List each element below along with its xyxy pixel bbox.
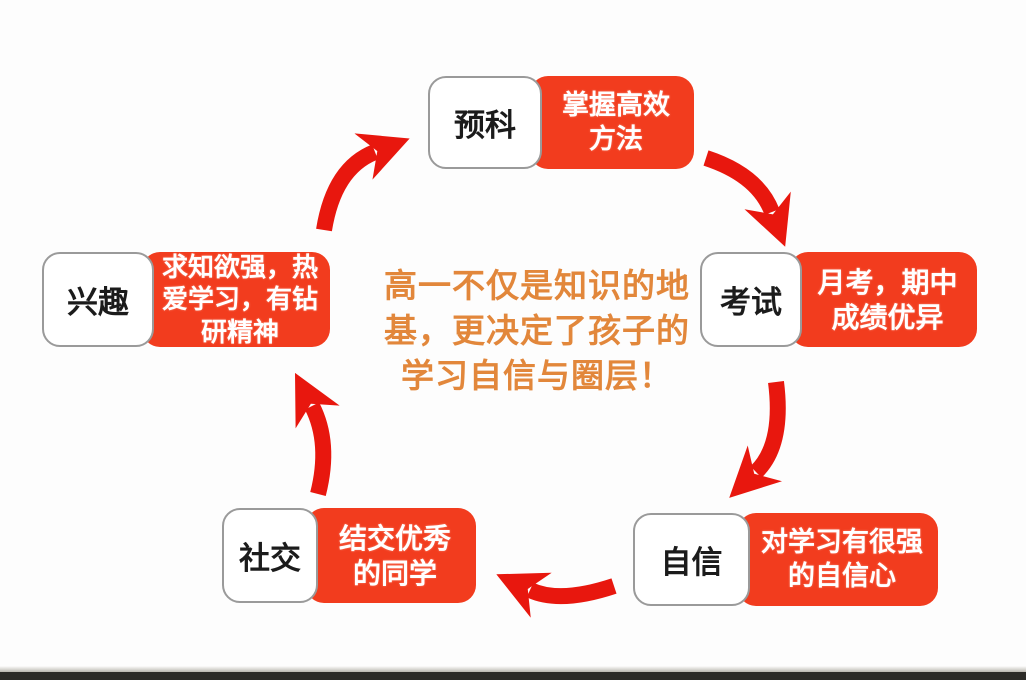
node-zixin-label: 自信	[633, 513, 750, 606]
node-shejiao-label: 社交	[222, 508, 318, 603]
center-message-line-2: 基，更决定了孩子的	[384, 311, 690, 349]
node-kaoshi-description: 月考，期中 成绩优异	[790, 252, 977, 347]
bottom-fade-strip	[0, 666, 1026, 672]
arrow-kaoshi-to-zixin-icon	[729, 380, 786, 498]
center-message-line-1: 高一不仅是知识的地	[384, 267, 690, 304]
node-xingqu: 兴趣 求知欲强，热 爱学习，有钻 研精神	[42, 252, 330, 347]
node-shejiao-description: 结交优秀 的同学	[306, 508, 476, 603]
center-message-line-3: 学习自信与圈层！	[401, 356, 673, 394]
node-kaoshi: 考试 月考，期中 成绩优异	[700, 252, 977, 347]
node-xingqu-description: 求知欲强，热 爱学习，有钻 研精神	[142, 252, 330, 347]
arrow-yuke-to-kaoshi-icon	[703, 150, 791, 247]
arrow-zixin-to-shejiao-icon	[496, 572, 617, 618]
center-message: 高一不仅是知识的地 基，更决定了孩子的 学习自信与圈层！	[366, 264, 708, 399]
arrow-xingqu-to-yuke-icon	[316, 133, 410, 232]
node-zixin-description: 对学习有很强 的自信心	[738, 513, 938, 606]
node-shejiao: 社交 结交优秀 的同学	[222, 508, 476, 603]
node-kaoshi-label: 考试	[700, 252, 802, 347]
node-zixin: 自信 对学习有很强 的自信心	[633, 513, 938, 606]
node-xingqu-label: 兴趣	[42, 252, 154, 347]
node-yuke-label: 预科	[428, 76, 542, 169]
bottom-letterbox-bar	[0, 672, 1026, 680]
node-yuke-description: 掌握高效 方法	[530, 76, 694, 169]
arrow-shejiao-to-xingqu-icon	[295, 372, 340, 496]
node-yuke: 预科 掌握高效 方法	[428, 76, 694, 169]
